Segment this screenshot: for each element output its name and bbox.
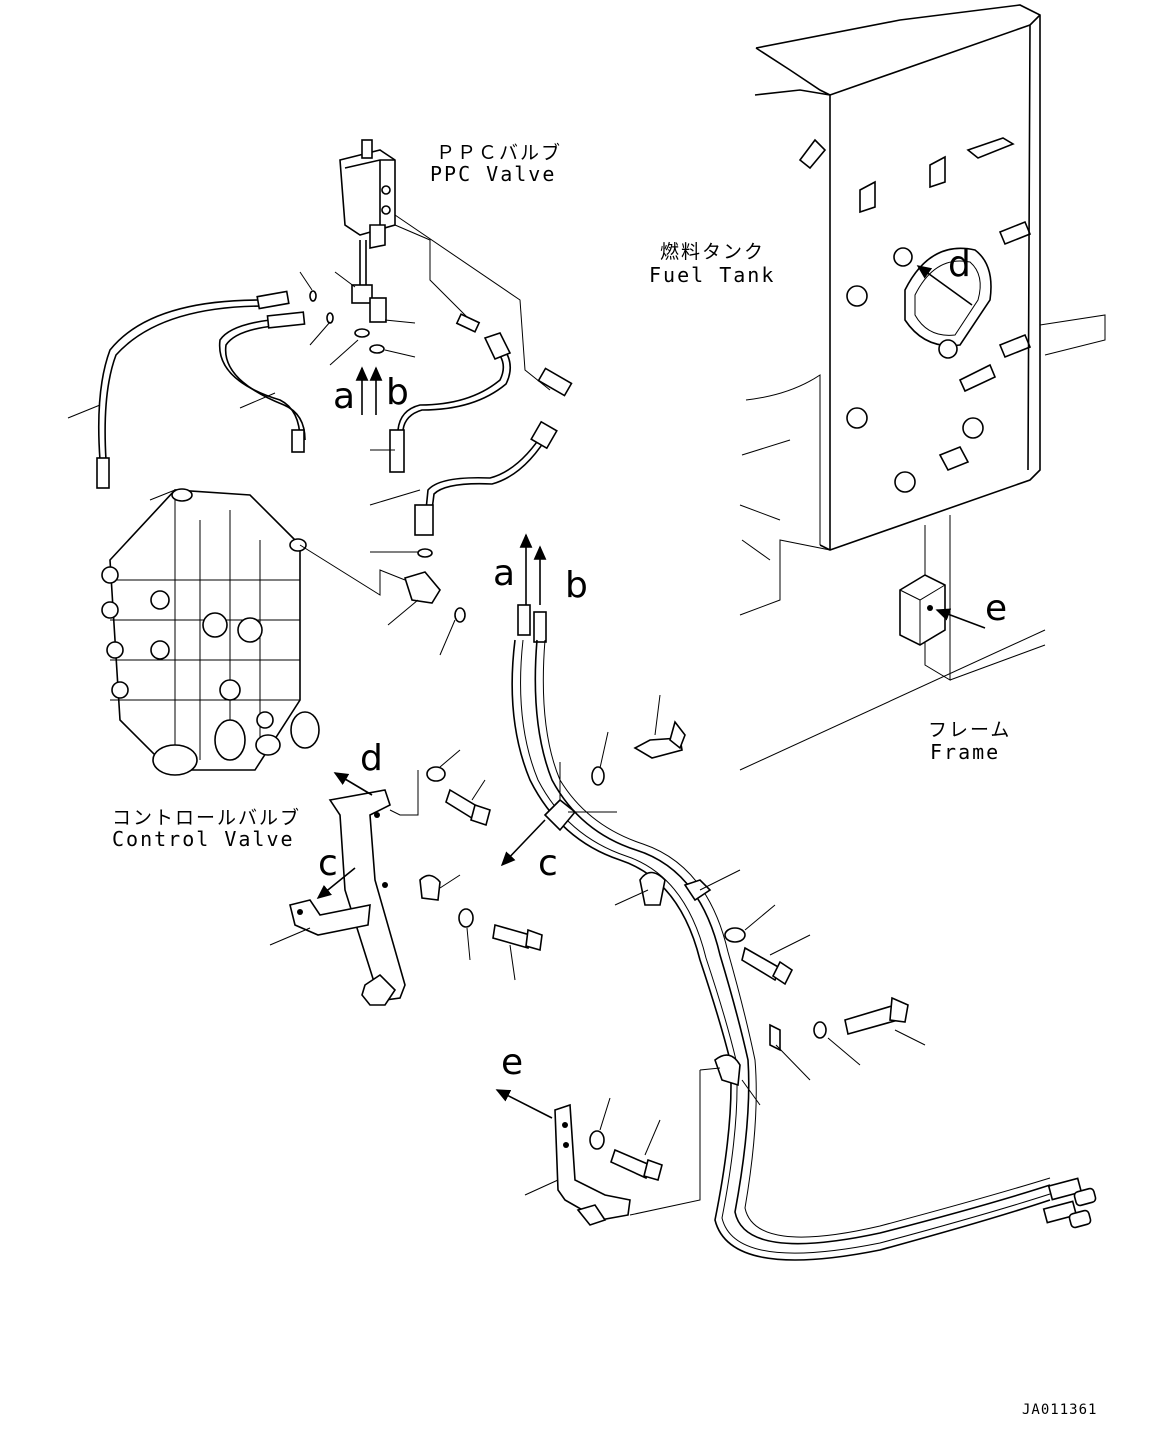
ppc-valve-label-en: PPC Valve (430, 162, 557, 186)
drawing-code: JA011361 (1022, 1402, 1098, 1418)
hoses-ppc (96, 290, 573, 623)
fuel-tank (739, 4, 1041, 616)
ref-c-left: c (318, 843, 338, 884)
frame-label-en: Frame (930, 740, 1001, 764)
hardware (419, 720, 909, 1181)
ppc-valve-label-jp: ＰＰＣバルブ (436, 142, 563, 164)
ref-b-top: b (386, 372, 409, 413)
ref-a-top: a (333, 376, 356, 417)
bracket-d (289, 789, 406, 1006)
frame (739, 314, 1106, 771)
frame-label-jp: フレーム (928, 719, 1012, 741)
ref-c-mid: c (538, 843, 558, 884)
ref-a-mid: a (493, 553, 516, 594)
leader-lines (67, 271, 926, 1216)
ref-e-bracket: e (501, 1042, 524, 1083)
bracket-e (554, 1103, 631, 1226)
hoses-lower (511, 604, 1097, 1261)
control-valve-label-jp: コントロールバルブ (112, 807, 302, 829)
ref-b-mid: b (565, 565, 588, 606)
reference-arrows (316, 265, 986, 1119)
ref-d-bracket: d (360, 738, 383, 779)
fuel-tank-label-jp: 燃料タンク (660, 241, 766, 263)
ref-d-tank: d (948, 244, 971, 285)
ref-e-frame: e (985, 588, 1008, 629)
ppc-valve (309, 139, 551, 391)
control-valve-label-en: Control Valve (112, 827, 295, 851)
fuel-tank-label-en: Fuel Tank (649, 263, 776, 287)
control-valve (101, 488, 406, 776)
